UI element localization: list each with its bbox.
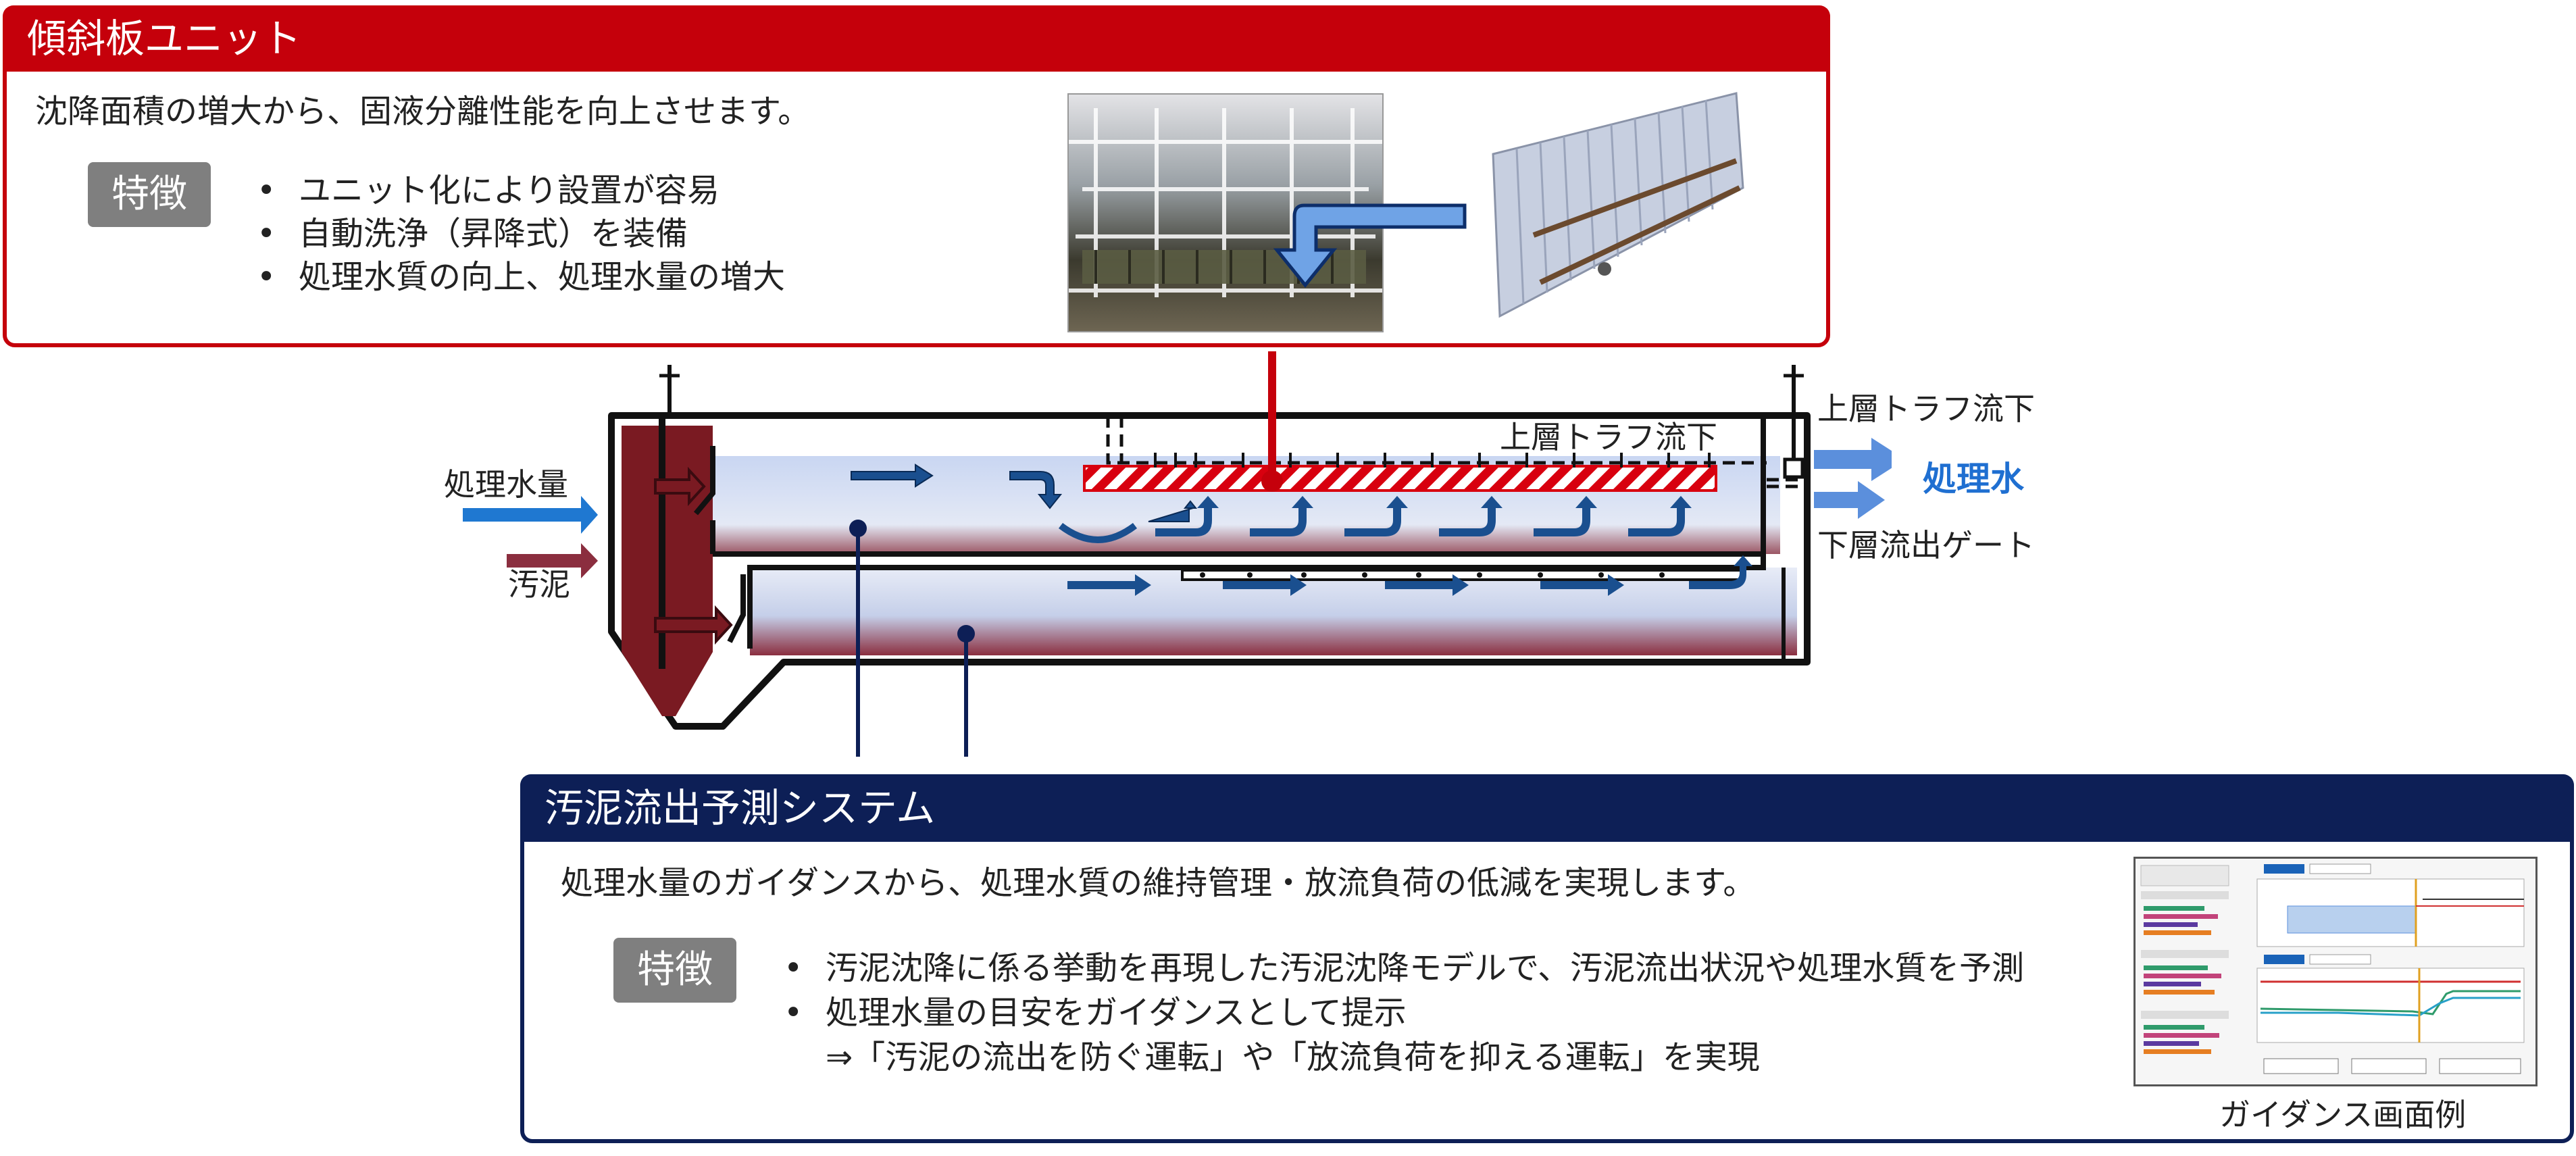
inclined-plate-title: 傾斜板ユニット: [27, 16, 302, 61]
inclined-plate-band: [1083, 465, 1717, 492]
sludge-inflow-arrow-icon: [507, 543, 598, 578]
inclined-plate-feature-badge: 特徴: [88, 162, 211, 227]
sludge-label: 汚泥: [508, 566, 570, 603]
feature-item: •処理水量の目安をガイダンスとして提示: [784, 990, 2024, 1035]
lower-flow-arrows: [1067, 555, 1752, 596]
guidance-screen-graphic: [2136, 859, 2535, 1084]
upper-outflow-arrow-icon: [1814, 438, 1892, 481]
settling-tank-diagram: [463, 351, 1892, 757]
treated-water-label: 処理水: [1923, 459, 2024, 499]
feature-sub-item: ⇒「汚泥の流出を防ぐ運転」や「放流負荷を抑える運転」を実現: [826, 1038, 1760, 1076]
upper-trough-outer-label: 上層トラフ流下: [1817, 391, 2035, 427]
bullet-icon: •: [784, 949, 803, 987]
upper-trough-inner-label: 上層トラフ流下: [1500, 419, 1717, 455]
photo-link-arrow-icon: [1273, 203, 1467, 288]
guidance-screen-thumbnail: [2133, 857, 2537, 1086]
guidance-screen-caption: ガイダンス画面例: [2219, 1097, 2467, 1133]
bullet-icon: •: [784, 994, 803, 1032]
sludge-prediction-title: 汚泥流出予測システム: [545, 785, 936, 831]
plate-unit-photo: [1492, 92, 1744, 318]
sludge-prediction-description: 処理水量のガイダンスから、処理水質の維持管理・放流負荷の低減を実現します。: [561, 864, 1756, 902]
lower-outflow-arrow-icon: [1814, 481, 1885, 519]
upper-flow-arrows: [1155, 496, 1692, 536]
sludge-prediction-feature-list: •汚泥沈降に係る挙動を再現した汚泥沈降モデルで、汚泥流出状況や処理水質を予測 •…: [784, 946, 2024, 1080]
feature-item: •汚泥沈降に係る挙動を再現した汚泥沈降モデルで、汚泥流出状況や処理水質を予測: [784, 946, 2024, 990]
bullet-icon: •: [257, 215, 276, 253]
partition-wall: [713, 551, 1766, 649]
sludge-prediction-header: [520, 774, 2574, 842]
bullet-icon: •: [257, 172, 276, 209]
inclined-plate-header: [3, 5, 1830, 72]
inflow-arrow-icon: [463, 496, 598, 534]
feature-item: •自動洗浄（昇降式）を装備: [257, 212, 785, 255]
inclined-plate-description: 沈降面積の増大から、固液分離性能を向上させます。: [35, 93, 811, 130]
feature-item: •処理水質の向上、処理水量の増大: [257, 255, 785, 299]
inclined-plate-feature-list: •ユニット化により設置が容易 •自動洗浄（昇降式）を装備 •処理水質の向上、処理…: [257, 169, 785, 299]
lower-gate-label: 下層流出ゲート: [1817, 527, 2035, 563]
feature-item: •ユニット化により設置が容易: [257, 169, 785, 212]
inlet-chamber: [622, 426, 713, 716]
bullet-icon: •: [257, 258, 276, 296]
inflow-label: 処理水量: [444, 466, 568, 503]
sludge-prediction-feature-badge: 特徴: [613, 938, 736, 1003]
